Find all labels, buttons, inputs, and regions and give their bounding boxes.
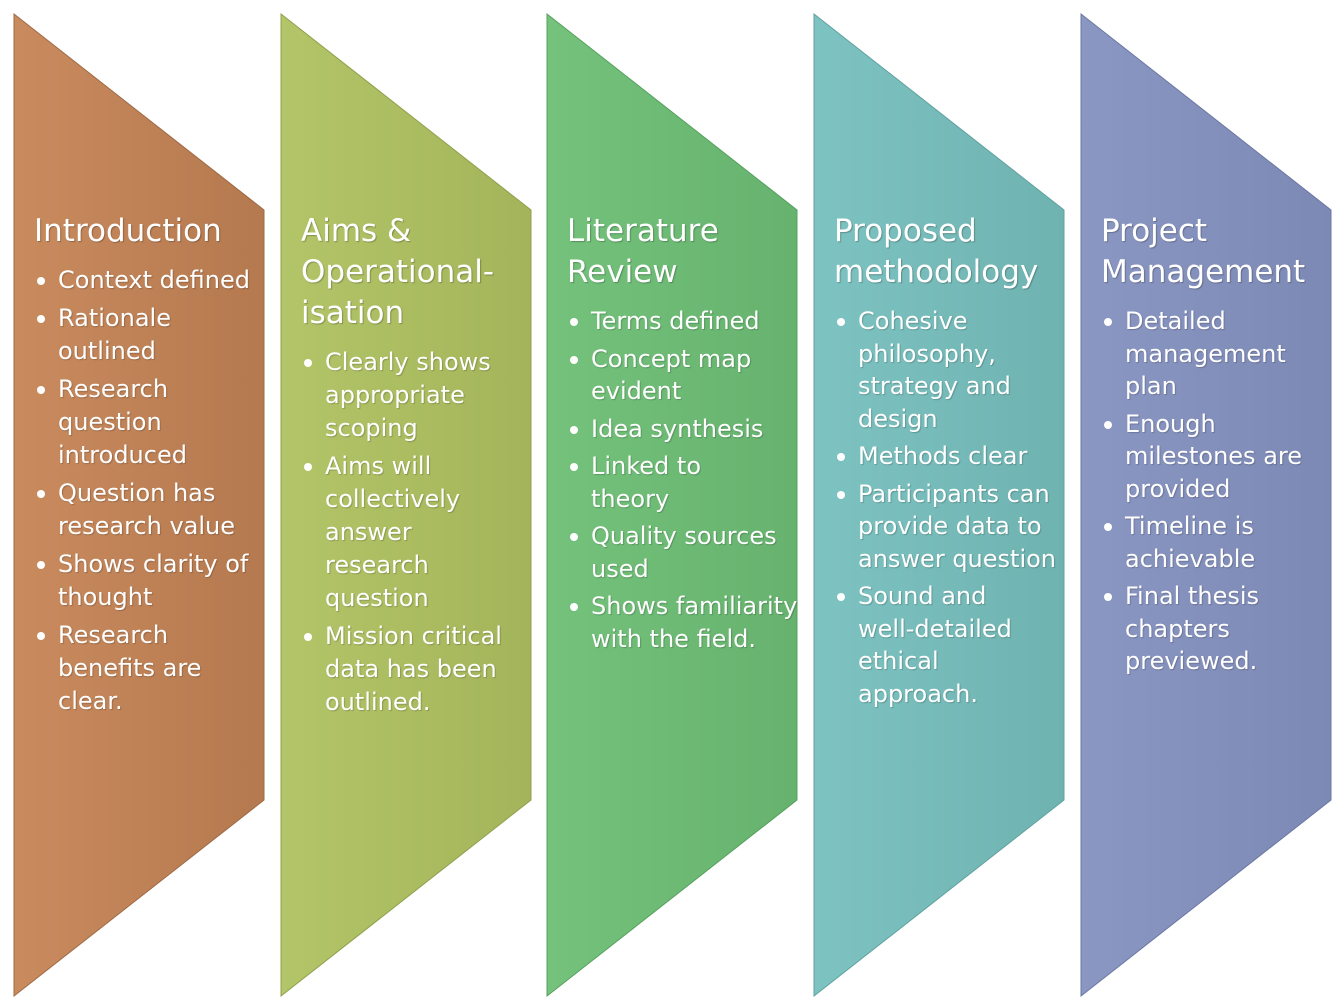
chevron-content-project-management: Project Management Detailed management p… bbox=[1101, 211, 1323, 683]
bullet-item: Participants can provide data to answer … bbox=[834, 478, 1056, 576]
bullet-list: Context defined Rationale outlined Resea… bbox=[34, 264, 256, 718]
bullet-item: Rationale outlined bbox=[34, 302, 256, 368]
chevron-shape-proposed-methodology bbox=[813, 12, 1065, 998]
bullet-item: Research benefits are clear. bbox=[34, 619, 256, 718]
chevron-aims: Aims & Operational-isation Clearly shows… bbox=[280, 12, 532, 998]
chevron-content-literature-review: Literature Review Terms defined Concept … bbox=[567, 211, 797, 660]
chevron-literature-review: Literature Review Terms defined Concept … bbox=[546, 12, 798, 998]
bullet-item: Cohesive philosophy, strategy and design bbox=[834, 305, 1023, 435]
bullet-item: Shows familiarity with the field. bbox=[567, 590, 801, 655]
bullet-item: Detailed management plan bbox=[1101, 305, 1295, 403]
bullet-item: Research question introduced bbox=[34, 373, 256, 472]
chevron-content-introduction: Introduction Context defined Rationale o… bbox=[34, 211, 256, 723]
bullet-item: Concept map evident bbox=[567, 343, 761, 408]
chevron-content-proposed-methodology: Proposed methodology Cohesive philosophy… bbox=[834, 211, 1056, 715]
bullet-item: Clearly shows appropriate scoping bbox=[301, 346, 523, 445]
stage-title: Literature Review bbox=[567, 213, 719, 290]
bullet-item: Aims will collectively answer research q… bbox=[301, 450, 523, 615]
bullet-item: Terms defined bbox=[567, 305, 789, 338]
bullet-item: Question has research value bbox=[34, 477, 256, 543]
stage-title: Introduction bbox=[34, 213, 222, 249]
bullet-item: Context defined bbox=[34, 264, 256, 297]
bullet-list: Cohesive philosophy, strategy and design… bbox=[834, 305, 1056, 710]
bullet-item: Quality sources used bbox=[567, 520, 789, 585]
bullet-item: Enough milestones are provided bbox=[1101, 408, 1323, 506]
chevron-shape-literature-review bbox=[546, 12, 798, 998]
bullet-item: Sound and well-detailed ethical approach… bbox=[834, 580, 1028, 710]
bullet-list: Detailed management plan Enough mileston… bbox=[1101, 305, 1323, 678]
chevron-proposed-methodology: Proposed methodology Cohesive philosophy… bbox=[813, 12, 1065, 998]
bullet-item: Timeline is achievable bbox=[1101, 510, 1275, 575]
bullet-list: Terms defined Concept map evident Idea s… bbox=[567, 305, 797, 655]
stage-title: Proposed methodology bbox=[834, 213, 1039, 290]
chevron-project-management: Project Management Detailed management p… bbox=[1080, 12, 1332, 998]
chevron-shape-introduction bbox=[13, 12, 265, 998]
bullet-item: Idea synthesis bbox=[567, 413, 789, 446]
chevron-content-aims: Aims & Operational-isation Clearly shows… bbox=[301, 211, 523, 724]
bullet-item: Linked to theory bbox=[567, 450, 721, 515]
stage-title: Aims & Operational-isation bbox=[301, 213, 495, 331]
bullet-item: Methods clear bbox=[834, 440, 1056, 473]
chevron-shape-aims bbox=[280, 12, 532, 998]
bullet-list: Clearly shows appropriate scoping Aims w… bbox=[301, 346, 523, 719]
stage-title: Project Management bbox=[1101, 213, 1306, 290]
chevron-introduction: Introduction Context defined Rationale o… bbox=[13, 12, 265, 998]
chevron-shape-project-management bbox=[1080, 12, 1332, 998]
bullet-item: Shows clarity of thought bbox=[34, 548, 256, 614]
bullet-item: Final thesis chapters previewed. bbox=[1101, 580, 1265, 678]
bullet-item: Mission critical data has been outlined. bbox=[301, 620, 523, 719]
